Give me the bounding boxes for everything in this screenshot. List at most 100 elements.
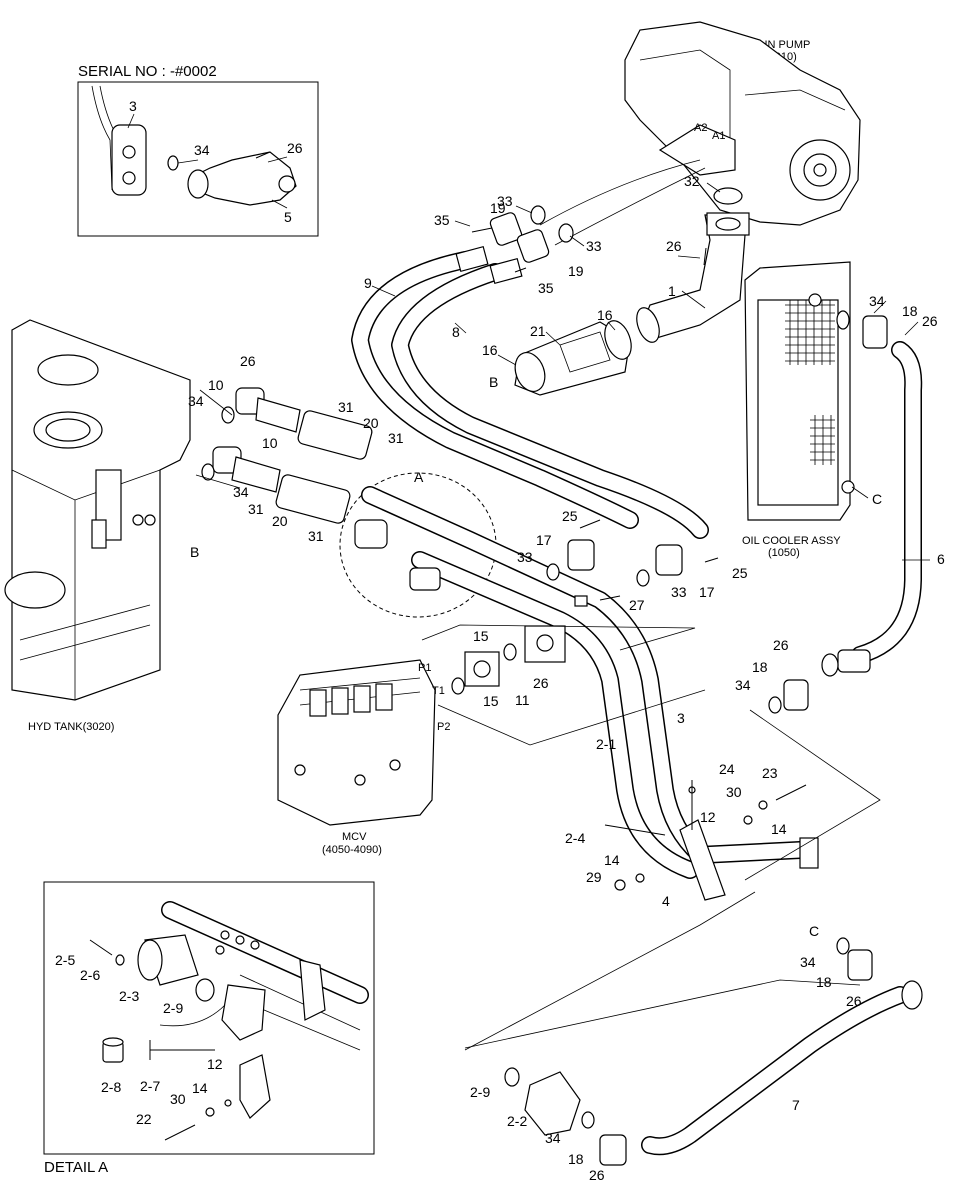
callout-14a: 14 xyxy=(771,821,787,837)
callout-7: 7 xyxy=(792,1097,800,1113)
callout-26a: 26 xyxy=(666,238,682,254)
serial-label: SERIAL NO : -#0002 xyxy=(78,63,217,80)
callout-33c: 33 xyxy=(517,549,533,565)
callout-2-7: 2-7 xyxy=(140,1078,160,1094)
callout-2-3: 2-3 xyxy=(119,988,139,1004)
callout-11: 11 xyxy=(515,692,530,708)
tank-return-pipes xyxy=(201,387,373,524)
callout-26c: 26 xyxy=(240,353,256,369)
callout-b2: B xyxy=(190,544,199,560)
oil-cooler-code: (1050) xyxy=(768,547,800,559)
callout-4: 4 xyxy=(662,893,670,909)
port-p1: P1 xyxy=(418,662,431,674)
callout-18a: 18 xyxy=(902,303,918,319)
callout-31a: 31 xyxy=(338,399,354,415)
callout-20a: 20 xyxy=(363,415,379,431)
callout-2-8: 2-8 xyxy=(101,1079,121,1095)
detail-a-region xyxy=(339,472,819,901)
callout-2-9b: 2-9 xyxy=(470,1084,490,1100)
callout-31c: 31 xyxy=(248,501,264,517)
hose-6 xyxy=(821,310,923,677)
flanges-19 xyxy=(471,212,550,273)
guide-lines xyxy=(195,389,881,1051)
callout-27: 27 xyxy=(629,597,645,613)
callout-17a: 17 xyxy=(536,532,552,548)
callouts: 3 34 26 5 32 33 33 19 19 35 35 26 9 8 1 … xyxy=(55,98,945,1183)
callout-16b: 16 xyxy=(482,342,498,358)
hose-7 xyxy=(504,937,923,1166)
callout-26f: 26 xyxy=(846,993,862,1009)
inset-oring xyxy=(167,155,179,171)
callout-12b: 12 xyxy=(207,1056,223,1072)
detail-a-label: DETAIL A xyxy=(44,1159,108,1176)
callout-16a: 16 xyxy=(597,307,613,323)
callout-35b: 35 xyxy=(538,280,554,296)
callout-9: 9 xyxy=(364,275,372,291)
callout-25b: 25 xyxy=(732,565,748,581)
callout-19a: 19 xyxy=(490,200,506,216)
callout-a: A xyxy=(414,469,424,485)
callout-2-5: 2-5 xyxy=(55,952,75,968)
callout-31d: 31 xyxy=(308,528,324,544)
callout-c1: C xyxy=(872,491,882,507)
callout-26d: 26 xyxy=(533,675,549,691)
callout-34f: 34 xyxy=(545,1130,561,1146)
fitting-2-2 xyxy=(524,1071,581,1136)
hydraulic-tank: HYD TANK(3020) xyxy=(4,319,191,733)
flange-18-top xyxy=(862,315,888,349)
callout-35a: 35 xyxy=(434,212,450,228)
callout-6: 6 xyxy=(937,551,945,567)
flange-11 xyxy=(464,651,500,687)
hyd-tank-label: HYD TANK(3020) xyxy=(28,721,114,733)
callout-b1: B xyxy=(489,374,498,390)
callout-14c: 14 xyxy=(192,1080,208,1096)
callout-10a: 10 xyxy=(208,377,224,393)
callout-inset-5: 5 xyxy=(284,209,292,225)
port-a2: A2 xyxy=(694,122,707,134)
callout-34c: 34 xyxy=(233,484,249,500)
callout-2-9a: 2-9 xyxy=(163,1000,183,1016)
callout-34e: 34 xyxy=(800,954,816,970)
suction-hose-21 xyxy=(514,320,632,396)
callout-2-1: 2-1 xyxy=(596,736,616,752)
callout-1: 1 xyxy=(668,283,676,299)
callout-34b: 34 xyxy=(188,393,204,409)
detail-a-frame xyxy=(43,881,375,1155)
detail-a-box: DETAIL A xyxy=(43,881,375,1176)
leader-lines xyxy=(127,113,930,561)
callout-18d: 18 xyxy=(568,1151,584,1167)
callout-2-4: 2-4 xyxy=(565,830,585,846)
callout-18c: 18 xyxy=(816,974,832,990)
oil-cooler-label: OIL COOLER ASSY xyxy=(742,535,841,547)
serial-inset: SERIAL NO : -#0002 xyxy=(77,63,319,237)
callout-29: 29 xyxy=(586,869,602,885)
port-a1: A1 xyxy=(712,130,725,142)
flanges-17 xyxy=(546,519,719,607)
callout-33d: 33 xyxy=(671,584,687,600)
callout-10b: 10 xyxy=(262,435,278,451)
mcv-valve: P1 T1 P2 MCV (4050-4090) xyxy=(277,659,450,856)
callout-33b: 33 xyxy=(586,238,602,254)
callout-34a: 34 xyxy=(869,293,885,309)
callout-15b: 15 xyxy=(483,693,499,709)
callout-34d: 34 xyxy=(735,677,751,693)
callout-26b: 26 xyxy=(922,313,938,329)
callout-32: 32 xyxy=(684,173,700,189)
callout-14b: 14 xyxy=(604,852,620,868)
callout-2-2: 2-2 xyxy=(507,1113,527,1129)
callout-15a: 15 xyxy=(473,628,489,644)
callout-26g: 26 xyxy=(589,1167,605,1183)
callout-12a: 12 xyxy=(700,809,716,825)
callout-inset-3: 3 xyxy=(129,98,137,114)
callout-26e: 26 xyxy=(773,637,789,653)
callout-25a: 25 xyxy=(562,508,578,524)
inset-pipe-5 xyxy=(189,151,297,206)
callout-24: 24 xyxy=(719,761,735,777)
callout-17b: 17 xyxy=(699,584,715,600)
callout-33a: 33 xyxy=(497,193,513,209)
pump-oring-32 xyxy=(713,187,743,205)
callout-22: 22 xyxy=(136,1111,152,1127)
callout-8: 8 xyxy=(452,324,460,340)
mcv-label: MCV xyxy=(342,831,367,843)
mcv-code: (4050-4090) xyxy=(322,844,382,856)
